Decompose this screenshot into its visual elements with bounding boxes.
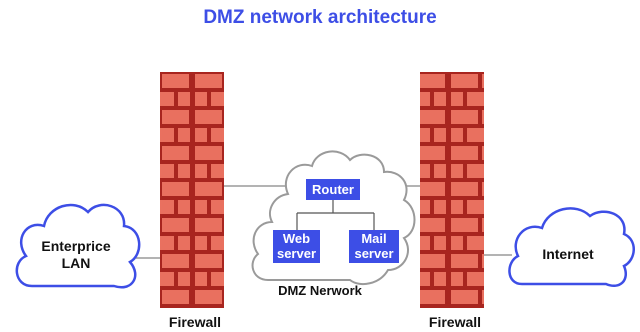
left-firewall-label: Firewall — [168, 314, 222, 330]
diagram-title: DMZ network architecture — [203, 7, 437, 28]
dmz-network-label: DMZ Nerwork — [278, 283, 362, 298]
internet-cloud — [508, 207, 635, 287]
internet-label: Internet — [542, 246, 594, 262]
right-firewall-label: Firewall — [428, 314, 482, 330]
mail-server-box: Mail server — [349, 230, 399, 263]
web-server-box: Web server — [273, 230, 320, 263]
router-box: Router — [306, 179, 360, 200]
router-server-links — [296, 200, 375, 230]
dmz-cloud — [251, 150, 416, 286]
enterprise-lan-label: Enterprice LAN — [41, 238, 111, 271]
enterprise-lan-cloud — [15, 203, 141, 289]
right-firewall — [420, 72, 484, 308]
left-firewall — [160, 72, 224, 308]
